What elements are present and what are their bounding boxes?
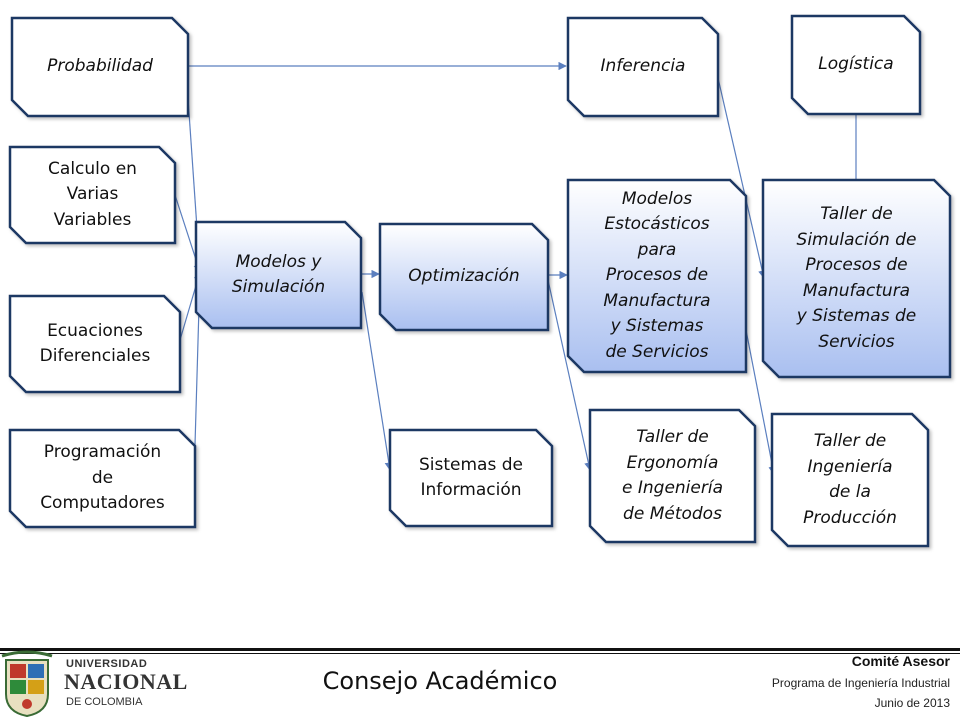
node-box-modelos-estocasticos [566, 178, 748, 374]
edge-inferencia-to-taller-simulacion [717, 77, 767, 279]
footer-divider [0, 648, 960, 651]
logo-text-universidad: UNIVERSIDAD [66, 658, 148, 670]
node-box-inferencia [566, 16, 720, 118]
node-box-taller-simulacion [761, 178, 952, 379]
node-box-probabilidad [10, 16, 190, 118]
edge-modelos-simulacion-to-sistemas-informacion [361, 291, 393, 471]
node-box-ecuaciones [8, 294, 182, 394]
committee-name: Comité Asesor [851, 653, 950, 669]
node-box-taller-produccion [770, 412, 930, 548]
footer-title: Consejo Académico [322, 667, 558, 695]
node-box-calculo [8, 145, 177, 245]
node-box-logistica [790, 14, 922, 116]
shield-crest-icon [1, 650, 53, 718]
node-box-modelos-simulacion [194, 220, 363, 330]
node-box-taller-ergonomia [588, 408, 757, 544]
program-name: Programa de Ingeniería Industrial [771, 676, 950, 690]
logo-text-de-colombia: DE COLOMBIA [66, 696, 143, 708]
node-box-sistemas-informacion [388, 428, 554, 528]
footer-date: Junio de 2013 [874, 696, 950, 710]
course-flow-diagram [8, 14, 952, 548]
university-logo [1, 650, 53, 718]
footer-divider-thin [0, 653, 960, 654]
edge-modelos-estocasticos-to-taller-produccion [745, 329, 777, 475]
node-box-optimizacion [378, 222, 550, 332]
edge-optimizacion-to-taller-ergonomia [547, 279, 593, 471]
logo-text-nacional: NACIONAL [64, 669, 188, 694]
node-box-programacion [8, 428, 197, 529]
